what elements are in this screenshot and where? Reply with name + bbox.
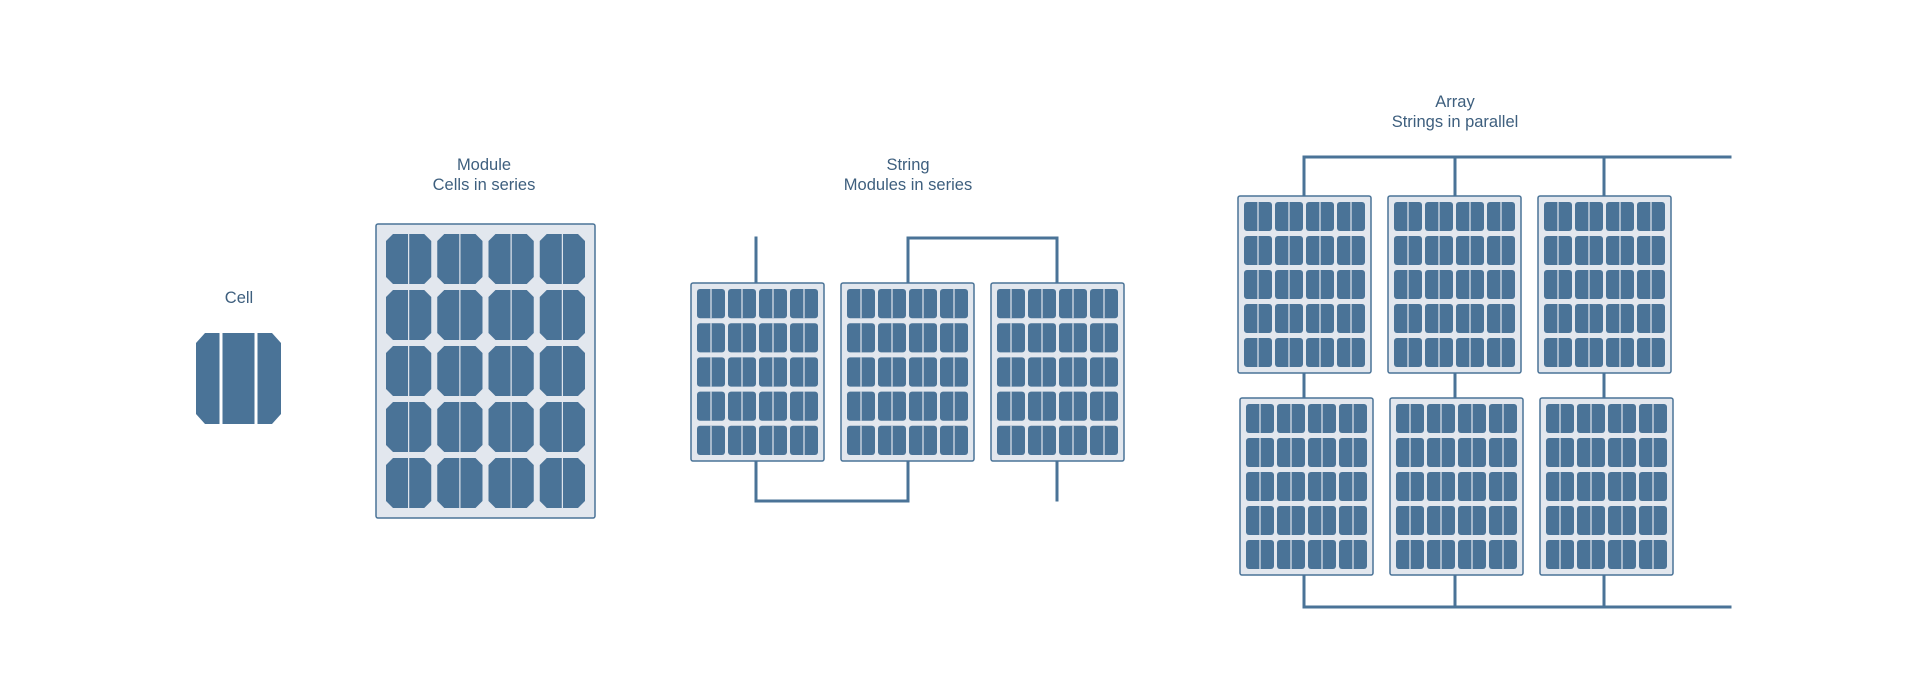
string-wire-bottom-link xyxy=(754,459,910,503)
array-caption: Array Strings in parallel xyxy=(1392,93,1519,131)
wiring xyxy=(754,155,1732,609)
string-module-1 xyxy=(690,282,825,462)
cell-title: Cell xyxy=(225,289,253,307)
array-subtitle: Strings in parallel xyxy=(1392,113,1519,131)
cell-caption: Cell xyxy=(225,289,253,307)
array-module-bottom-2 xyxy=(1389,397,1524,576)
string-subtitle: Modules in series xyxy=(844,176,972,194)
string-module-2 xyxy=(840,282,975,462)
array-title: Array xyxy=(1435,93,1475,111)
module-subtitle: Cells in series xyxy=(433,176,536,194)
array-module-bottom-3 xyxy=(1539,397,1674,576)
string-caption: String Modules in series xyxy=(844,156,972,194)
module-panel xyxy=(375,223,596,519)
cell-group xyxy=(196,333,281,424)
module-title: Module xyxy=(457,156,511,174)
string-module-3 xyxy=(990,282,1125,462)
string-wire-top-link xyxy=(906,236,1059,285)
panels-layer xyxy=(375,195,1674,576)
array-module-bottom-1 xyxy=(1239,397,1374,576)
module-caption: Module Cells in series xyxy=(433,156,536,194)
solar-cell xyxy=(196,333,281,424)
string-title: String xyxy=(886,156,929,174)
array-module-top-1 xyxy=(1237,195,1372,374)
array-module-top-2 xyxy=(1387,195,1522,374)
array-module-top-3 xyxy=(1537,195,1672,374)
